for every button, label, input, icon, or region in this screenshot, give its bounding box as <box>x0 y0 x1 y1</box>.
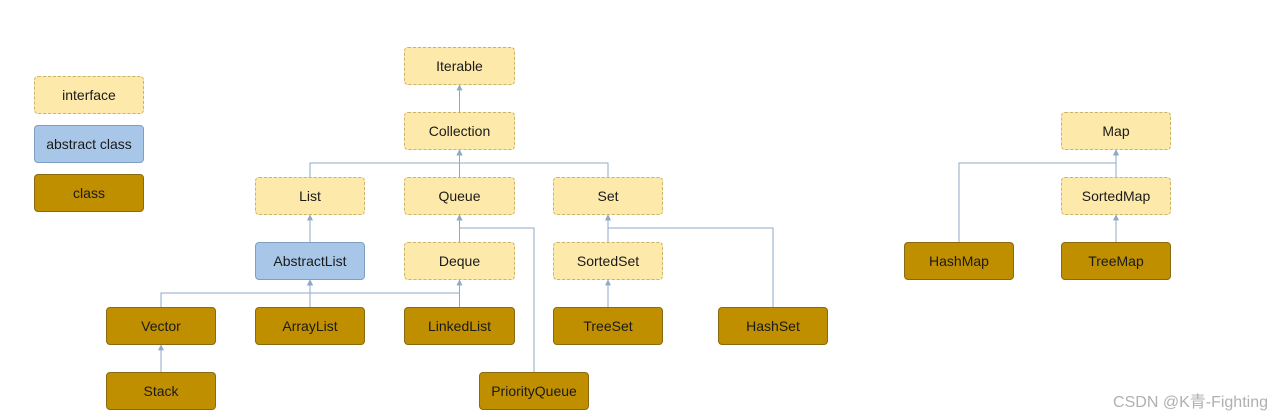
node-treemap: TreeMap <box>1061 242 1171 280</box>
edge-linkedlist-to-abstractlist <box>307 279 460 307</box>
node-stack: Stack <box>106 372 216 410</box>
node-priorityqueue: PriorityQueue <box>479 372 589 410</box>
node-queue: Queue <box>404 177 515 215</box>
node-arraylist: ArrayList <box>255 307 365 345</box>
edge-hashmap-to-map <box>958 149 1119 242</box>
edge-priorityqueue-to-queue <box>456 214 535 372</box>
node-linkedlist: LinkedList <box>404 307 515 345</box>
node-list: List <box>255 177 365 215</box>
edge-set-to-collection <box>456 149 609 177</box>
edge-vector-to-abstractlist <box>160 279 313 307</box>
edge-hashset-to-set <box>605 214 774 307</box>
node-abstractlist: AbstractList <box>255 242 365 280</box>
node-vector: Vector <box>106 307 216 345</box>
node-deque: Deque <box>404 242 515 280</box>
edge-list-to-collection <box>309 149 463 177</box>
node-treeset: TreeSet <box>553 307 663 345</box>
legend-abstract-class: abstract class <box>34 125 144 163</box>
node-map: Map <box>1061 112 1171 150</box>
legend-interface: interface <box>34 76 144 114</box>
legend-class: class <box>34 174 144 212</box>
node-iterable: Iterable <box>404 47 515 85</box>
watermark: CSDN @K青-Fighting <box>1113 394 1268 411</box>
node-hashmap: HashMap <box>904 242 1014 280</box>
node-hashset: HashSet <box>718 307 828 345</box>
node-sortedmap: SortedMap <box>1061 177 1171 215</box>
node-collection: Collection <box>404 112 515 150</box>
node-set: Set <box>553 177 663 215</box>
node-sortedset: SortedSet <box>553 242 663 280</box>
